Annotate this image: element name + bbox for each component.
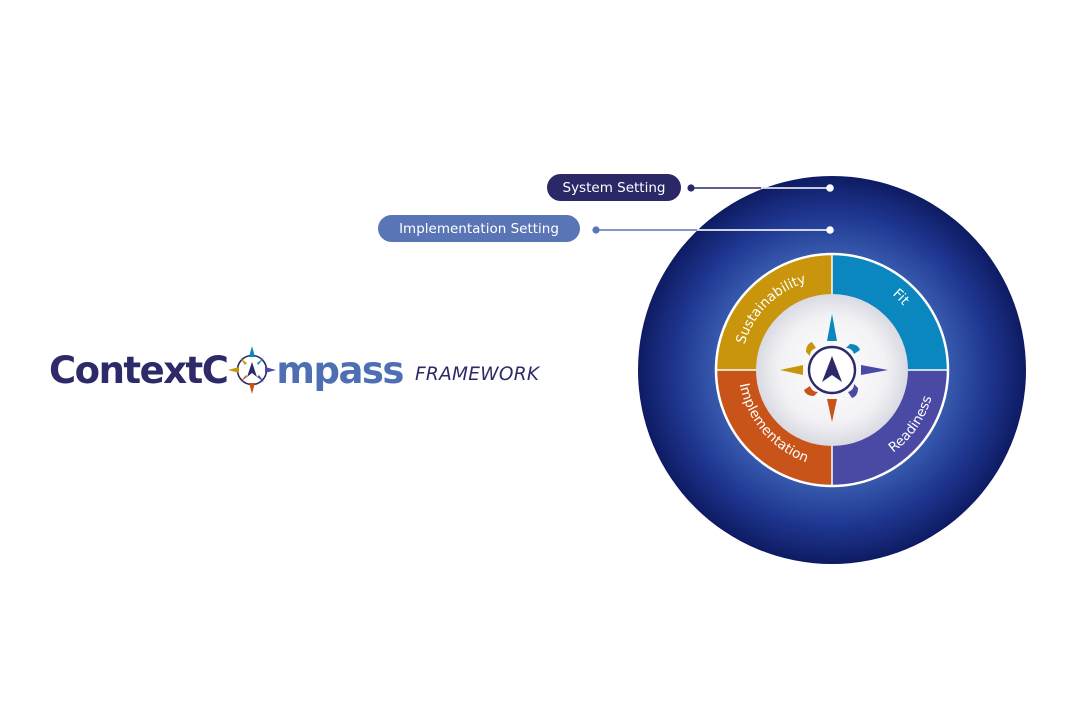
compass-icon <box>228 346 277 394</box>
system-setting-label: System Setting <box>547 174 681 201</box>
implementation-setting-connector <box>592 226 834 234</box>
compass-icon <box>780 314 888 422</box>
logo-word-context: ContextC <box>49 348 229 392</box>
implementation-setting-label: Implementation Setting <box>378 215 580 242</box>
context-compass-logo: ContextC mpass FRAMEWORK <box>49 340 539 400</box>
logo-framework-label: FRAMEWORK <box>414 363 540 385</box>
system-setting-connector <box>687 184 834 192</box>
logo-word-mpass: mpass <box>276 348 404 392</box>
